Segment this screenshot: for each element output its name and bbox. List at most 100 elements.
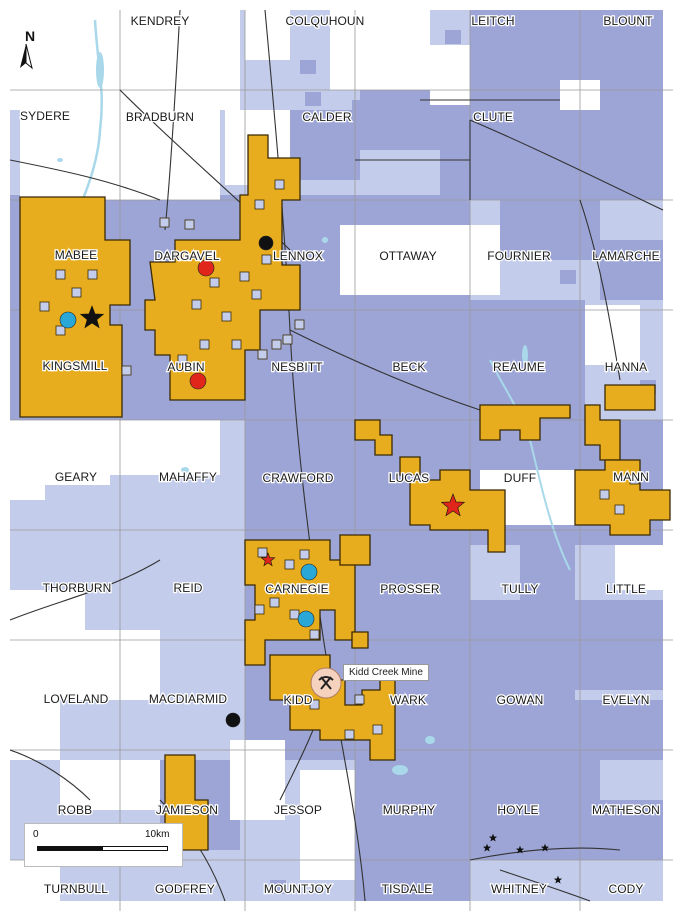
- marker-circle-icon: [225, 712, 241, 728]
- township-label-crawford: CRAWFORD: [262, 471, 333, 485]
- unclaimed-area: [430, 45, 470, 105]
- township-label-lennox: LENNOX: [273, 249, 323, 263]
- excluded-claim: [284, 559, 295, 570]
- pickaxe-icon: [318, 676, 334, 690]
- township-label-tully: TULLY: [502, 582, 539, 596]
- excluded-claim: [121, 365, 132, 376]
- claims-dark-cell: [322, 145, 338, 159]
- unclaimed-area: [90, 110, 220, 200]
- scale-bar-segment-dark: [37, 846, 103, 851]
- excluded-claim: [231, 339, 242, 350]
- property-parcel: [479, 404, 571, 441]
- excluded-claim: [257, 547, 268, 558]
- township-label-jamieson: JAMIESON: [156, 803, 218, 817]
- township-label-tisdale: TISDALE: [382, 882, 433, 896]
- township-label-bradburn: BRADBURN: [126, 110, 194, 124]
- claims-dark-cell: [305, 92, 321, 106]
- claims-dark-area: [600, 150, 663, 200]
- township-label-mountjoy: MOUNTJOY: [264, 882, 332, 896]
- township-label-loveland: LOVELAND: [44, 692, 109, 706]
- township-label-gowan: GOWAN: [497, 693, 544, 707]
- township-label-ottaway: OTTAWAY: [379, 249, 436, 263]
- excluded-claim: [289, 609, 300, 620]
- township-label-calder: CALDER: [302, 110, 352, 124]
- unclaimed-area: [10, 700, 60, 760]
- small-star-icon: [482, 843, 492, 852]
- excluded-claim: [251, 289, 262, 300]
- township-label-geary: GEARY: [55, 470, 97, 484]
- township-label-whitney: WHITNEY: [491, 882, 547, 896]
- pickaxe-head: [318, 676, 334, 681]
- claims-dark-cell: [270, 880, 286, 894]
- unclaimed-area: [300, 770, 355, 880]
- township-label-reaume: REAUME: [493, 360, 545, 374]
- township-label-reid: REID: [173, 581, 202, 595]
- claims-dark-cell: [520, 60, 536, 74]
- marker-circle-icon: [197, 259, 215, 277]
- township-label-kingsmill: KINGSMILL: [43, 359, 108, 373]
- road: [10, 559, 161, 621]
- township-label-kidd: KIDD: [283, 693, 312, 707]
- claims-dark-area: [575, 600, 663, 690]
- excluded-claim: [239, 271, 250, 282]
- road: [10, 159, 161, 201]
- excluded-claim: [599, 489, 610, 500]
- hammer-handle: [320, 676, 332, 690]
- excluded-claim: [269, 597, 280, 608]
- property-parcel: [351, 631, 369, 649]
- excluded-claim: [282, 334, 293, 345]
- claims-dark-cell: [610, 40, 626, 54]
- claims-dark-cell: [540, 120, 556, 134]
- township-label-carnegie: CARNEGIE: [265, 582, 328, 596]
- township-label-lamarche: LAMARCHE: [592, 249, 659, 263]
- township-label-wark: WARK: [390, 693, 426, 707]
- road: [469, 119, 664, 211]
- kidd-creek-mine-label: Kidd Creek Mine: [343, 664, 429, 681]
- excluded-claim: [87, 269, 98, 280]
- excluded-claim: [271, 339, 282, 350]
- property-parcel: [354, 419, 393, 456]
- excluded-claim: [299, 549, 310, 560]
- water-body: [522, 345, 528, 365]
- township-label-dargavel: DARGAVEL: [154, 249, 219, 263]
- water-body: [392, 765, 408, 775]
- marker-circle-icon: [300, 563, 318, 581]
- marker-star-icon: [79, 305, 105, 329]
- claims-dark-cell: [445, 30, 461, 44]
- township-label-little: LITTLE: [606, 582, 646, 596]
- excluded-claim: [254, 199, 265, 210]
- township-label-macdiarmid: MACDIARMID: [149, 692, 228, 706]
- excluded-claim: [372, 724, 383, 735]
- excluded-claim: [309, 699, 320, 710]
- property-parcel: [604, 384, 656, 411]
- claims-dark-cell: [300, 60, 316, 74]
- township-label-clute: CLUTE: [473, 110, 513, 124]
- township-label-nesbitt: NESBITT: [271, 360, 323, 374]
- road: [499, 869, 591, 902]
- road: [579, 199, 621, 381]
- unclaimed-area: [110, 420, 220, 475]
- scale-bar-segment-light: [102, 846, 168, 851]
- township-label-mahaffy: MAHAFFY: [159, 470, 217, 484]
- scale-bar-end-label: 10km: [145, 829, 170, 840]
- marker-circle-icon: [297, 610, 315, 628]
- township-label-blount: BLOUNT: [603, 14, 653, 28]
- township-label-kendrey: KENDREY: [131, 14, 190, 28]
- township-label-leitch: LEITCH: [471, 14, 514, 28]
- township-label-evelyn: EVELYN: [602, 693, 649, 707]
- township-label-godfrey: GODFREY: [155, 882, 215, 896]
- road: [289, 329, 481, 411]
- township-label-robb: ROBB: [58, 803, 92, 817]
- excluded-claim: [199, 339, 210, 350]
- township-label-hoyle: HOYLE: [497, 803, 538, 817]
- marker-circle-icon: [189, 372, 207, 390]
- property-parcel: [574, 459, 671, 536]
- excluded-claim: [177, 354, 188, 365]
- excluded-claim: [55, 325, 66, 336]
- township-label-mann: MANN: [613, 470, 649, 484]
- excluded-claim: [614, 504, 625, 515]
- claims-dark-area: [470, 800, 663, 860]
- marker-star-icon: [440, 493, 466, 517]
